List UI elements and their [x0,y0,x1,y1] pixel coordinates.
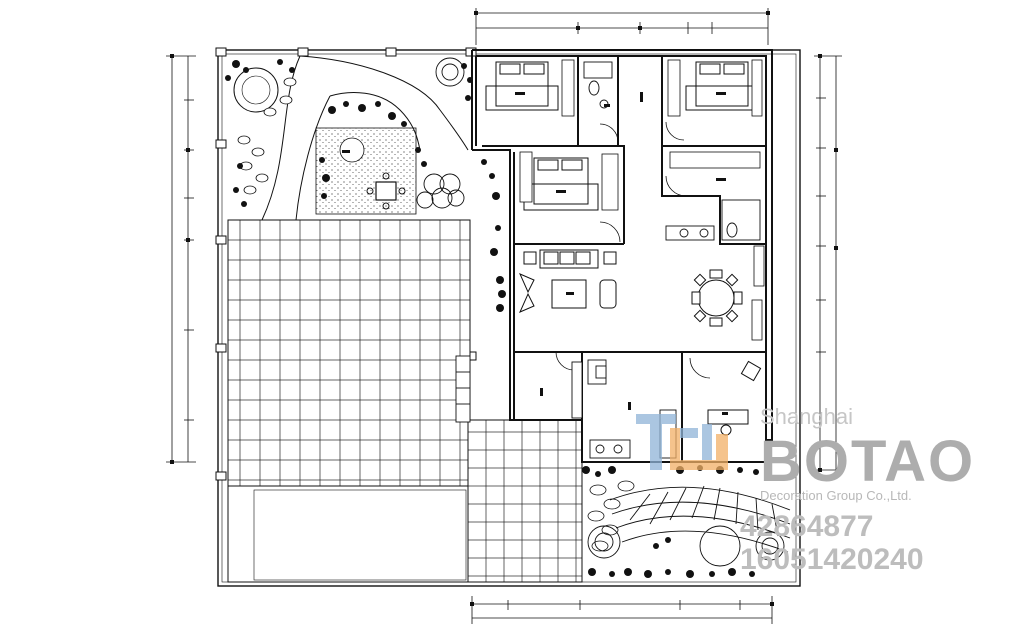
garden-path [261,55,469,221]
toilet-icon [583,61,761,241]
stepping-stones [237,77,635,552]
watermark-city: Shanghai [760,404,853,429]
watermark-subtitle: Decoration Group Co.,Ltd. [760,488,912,503]
door-swings [555,121,711,379]
dimension-lines [166,8,842,624]
garden-planting [233,67,417,215]
dimension-ticks [170,11,838,606]
company-logo [636,414,728,470]
entry-steps [455,355,583,423]
sofa-icon [519,249,617,313]
wardrobes [519,59,765,341]
watermark-phone-2: 16051420240 [740,543,924,576]
watermark-phone-1: 42864877 [740,510,874,543]
round-table-icon [691,269,743,327]
curved-deck [609,485,791,567]
room-label-marks [342,92,728,415]
boundary-posts [215,47,477,481]
tiled-terrace [227,219,583,583]
dining-table-icon [707,360,762,436]
watermark-brand: BOTAO [760,429,976,494]
